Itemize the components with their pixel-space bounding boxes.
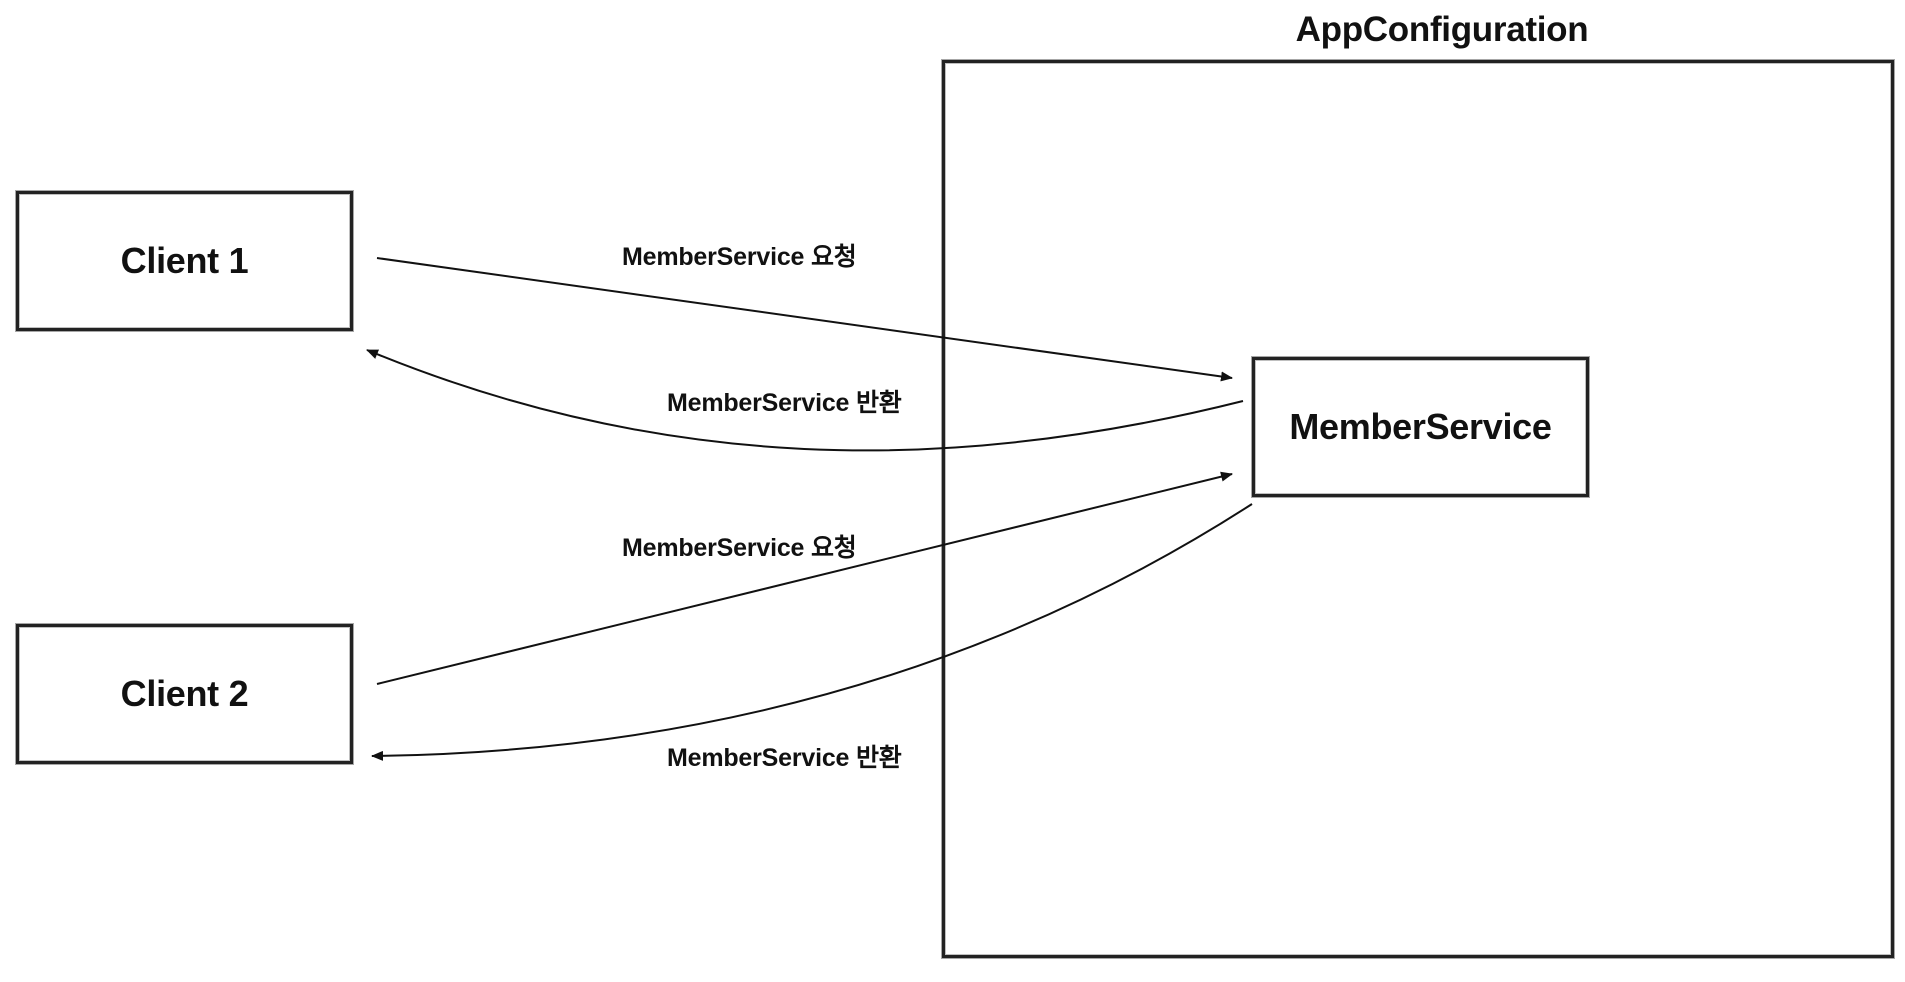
client-1-request-arrow (376, 257, 1233, 382)
app-configuration-container (942, 60, 1894, 958)
client-1-node: Client 1 (16, 191, 353, 331)
client-1-return-arrow (366, 349, 1244, 452)
client-2-request-label: MemberService 요청 (622, 534, 857, 562)
client-1-label: Client 1 (120, 240, 249, 281)
client-2-node: Client 2 (16, 624, 353, 764)
member-service-node: MemberService (1252, 357, 1589, 497)
client-2-label: Client 2 (120, 673, 249, 714)
client-1-return-label: MemberService 반환 (667, 389, 902, 417)
member-service-label: MemberService (1289, 406, 1552, 447)
client-2-return-arrow (371, 503, 1253, 761)
client-2-request-arrow (376, 471, 1233, 685)
client-2-return-label: MemberService 반환 (667, 744, 902, 772)
app-configuration-title: AppConfiguration (1295, 10, 1589, 49)
client-1-request-label: MemberService 요청 (622, 243, 857, 271)
